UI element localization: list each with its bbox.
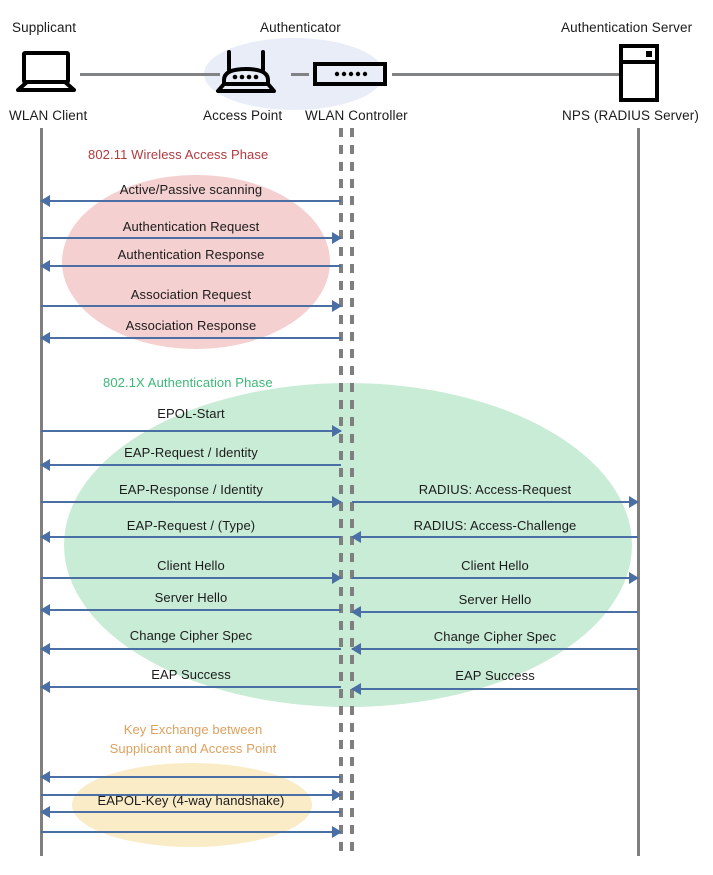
msg-arrow-change-cipher-spec-left xyxy=(40,643,341,655)
lifeline-supplicant xyxy=(40,128,43,856)
msg-arrow-eap-success-left xyxy=(40,681,341,693)
msg-label-eap-success-right: EAP Success xyxy=(455,668,535,683)
msg-arrow-authentication-request xyxy=(41,232,342,244)
wire-client-to-ap xyxy=(80,73,220,76)
phase-label-key-exchange-line1: Key Exchange between xyxy=(123,722,263,737)
actor-role-authentication-server: Authentication Server xyxy=(561,20,693,35)
phase-label-key-exchange-line2: Supplicant and Access Point xyxy=(109,740,277,756)
wire-ap-to-controller xyxy=(291,73,309,76)
msg-label-radius-access-request: RADIUS: Access-Request xyxy=(418,482,572,497)
msg-arrow-eapol-key-3 xyxy=(40,806,341,818)
actor-device-access-point: Access Point xyxy=(203,108,283,123)
msg-arrow-eap-response-identity xyxy=(41,496,342,508)
msg-arrow-radius-access-challenge xyxy=(351,531,638,543)
phase-ellipse-wireless-access xyxy=(62,175,330,349)
msg-arrow-eap-request-type xyxy=(40,531,341,543)
msg-label-eap-request-identity: EAP-Request / Identity xyxy=(124,445,258,460)
msg-label-association-response: Association Response xyxy=(125,318,257,333)
lifeline-authentication-server xyxy=(637,128,640,856)
phase-label-dot1x-authentication: 802.1X Authentication Phase xyxy=(103,375,273,390)
actor-device-nps-radius-server: NPS (RADIUS Server) xyxy=(562,108,699,123)
access-point-icon xyxy=(216,50,276,99)
msg-arrow-epol-start xyxy=(41,425,342,437)
msg-label-eapol-key-4-way-handshake: EAPOL-Key (4-way handshake) xyxy=(97,793,285,808)
msg-label-active-passive-scanning: Active/Passive scanning xyxy=(119,182,263,197)
msg-arrow-eap-success-right xyxy=(351,683,638,695)
msg-label-server-hello-left: Server Hello xyxy=(154,590,228,605)
msg-label-eap-success-left: EAP Success xyxy=(151,667,231,682)
msg-label-eap-response-identity: EAP-Response / Identity xyxy=(119,482,263,497)
msg-arrow-association-request xyxy=(41,300,342,312)
msg-label-client-hello-left: Client Hello xyxy=(157,558,225,573)
msg-label-epol-start: EPOL-Start xyxy=(157,406,225,421)
msg-arrow-eapol-key-2 xyxy=(41,789,342,801)
actor-device-wlan-controller: WLAN Controller xyxy=(305,108,408,123)
msg-label-client-hello-right: Client Hello xyxy=(461,558,529,573)
actor-role-authenticator: Authenticator xyxy=(260,20,341,35)
msg-arrow-eap-request-identity xyxy=(40,459,341,471)
wlan-controller-icon xyxy=(313,62,387,91)
msg-label-radius-access-challenge: RADIUS: Access-Challenge xyxy=(413,518,577,533)
msg-label-change-cipher-spec-right: Change Cipher Spec xyxy=(433,629,557,644)
msg-label-authentication-request: Authentication Request xyxy=(122,219,260,234)
msg-arrow-authentication-response xyxy=(40,260,341,272)
msg-label-association-request: Association Request xyxy=(130,287,252,302)
phase-label-wireless-access: 802.11 Wireless Access Phase xyxy=(88,147,269,162)
phase-ellipse-dot1x-authentication xyxy=(64,383,632,707)
msg-arrow-active-passive-scanning xyxy=(40,195,341,207)
lifeline-access-point xyxy=(339,128,343,856)
msg-arrow-change-cipher-spec-right xyxy=(351,643,638,655)
msg-arrow-eapol-key-4 xyxy=(41,826,342,838)
msg-arrow-client-hello-left xyxy=(41,572,342,584)
msg-label-authentication-response: Authentication Response xyxy=(117,247,265,262)
msg-label-server-hello-right: Server Hello xyxy=(458,592,532,607)
laptop-icon xyxy=(12,50,80,99)
lifeline-wlan-controller xyxy=(350,128,354,856)
phase-label-key-exchange: Key Exchange between Supplicant and Acce… xyxy=(93,721,293,759)
msg-label-change-cipher-spec-left: Change Cipher Spec xyxy=(129,628,253,643)
msg-arrow-association-response xyxy=(40,332,341,344)
server-icon xyxy=(618,44,660,107)
msg-arrow-server-hello-right xyxy=(351,606,638,618)
msg-arrow-radius-access-request xyxy=(352,496,639,508)
msg-label-eap-request-type: EAP-Request / (Type) xyxy=(126,518,256,533)
actor-device-wlan-client: WLAN Client xyxy=(9,108,88,123)
actor-role-supplicant: Supplicant xyxy=(12,20,77,35)
msg-arrow-eapol-key-1 xyxy=(40,771,341,783)
wire-controller-to-server xyxy=(392,73,620,76)
msg-arrow-client-hello-right xyxy=(352,572,639,584)
msg-arrow-server-hello-left xyxy=(40,604,341,616)
